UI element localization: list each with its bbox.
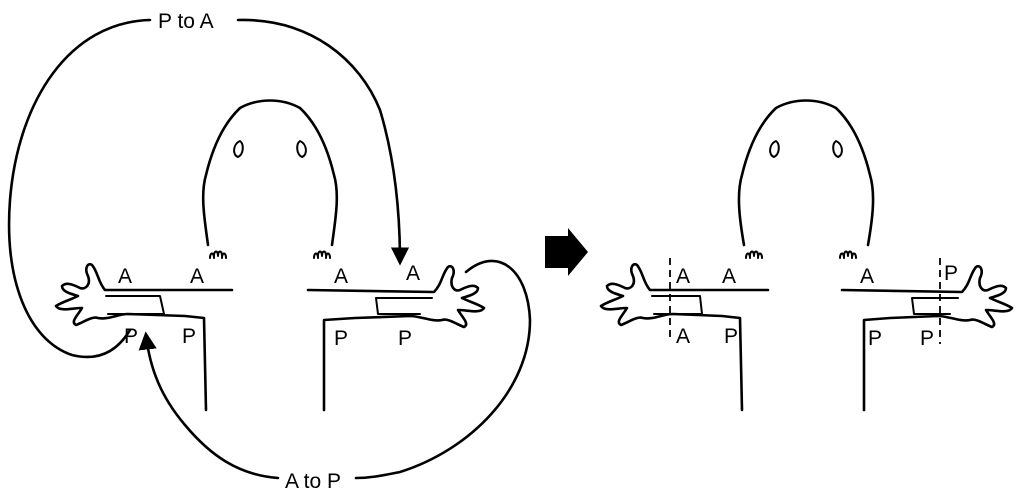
left-limb-outline	[54, 262, 234, 412]
a-to-p-arrow	[146, 259, 532, 480]
p-to-a-arrow	[7, 18, 400, 359]
right-gill-icon-after	[839, 250, 857, 259]
after-figure: A A A P A P P P	[599, 99, 1014, 412]
right-limb-outline	[306, 264, 486, 412]
left-eye-icon-after	[769, 140, 780, 158]
after-right-lower-label-2: P	[920, 327, 934, 350]
before-figure: A A P P A A P P	[54, 99, 486, 412]
head-outline	[201, 99, 339, 247]
left-graft-band	[105, 295, 165, 315]
after-right-upper-label-2: P	[944, 262, 958, 285]
right-graft-band	[375, 297, 433, 315]
result-arrow-icon	[545, 228, 588, 276]
after-left-lower-label-1: A	[676, 325, 690, 348]
left-gill-icon-after	[745, 250, 763, 259]
after-right-upper-label-1: A	[860, 265, 874, 288]
head-outline-after	[737, 99, 875, 247]
right-eye-icon	[296, 140, 307, 158]
right-upper-label-2: A	[406, 262, 420, 285]
a-to-p-label: A to P	[285, 470, 341, 493]
right-limb-outline-after	[840, 264, 1014, 412]
left-upper-label-2: A	[190, 265, 204, 288]
right-graft-band-after	[911, 297, 959, 315]
right-upper-label-1: A	[334, 265, 348, 288]
left-graft-band-after	[651, 295, 703, 315]
right-lower-label-2: P	[398, 327, 412, 350]
after-left-lower-label-2: P	[724, 325, 738, 348]
right-gill-icon	[313, 250, 331, 259]
left-lower-label-2: P	[182, 325, 196, 348]
after-right-lower-label-1: P	[868, 327, 882, 350]
right-lower-label-1: P	[334, 327, 348, 350]
after-left-upper-label-2: A	[722, 265, 736, 288]
right-eye-icon-after	[832, 140, 843, 158]
p-to-a-label: P to A	[158, 10, 214, 33]
left-upper-label-1: A	[118, 265, 132, 288]
after-left-upper-label-1: A	[676, 265, 690, 288]
left-limb-outline-after	[599, 262, 770, 412]
left-gill-icon	[209, 250, 227, 259]
left-eye-icon	[233, 140, 244, 158]
